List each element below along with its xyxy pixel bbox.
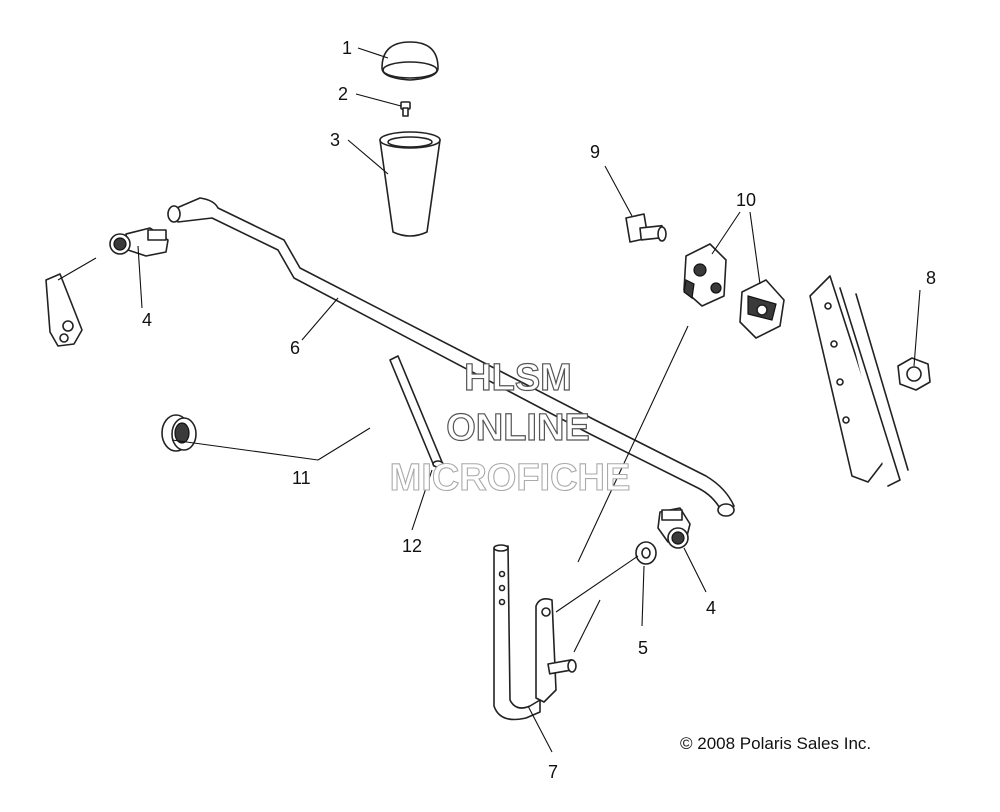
callout-1: 1	[342, 38, 352, 58]
part-shift-rod	[167, 197, 735, 517]
watermark-line2: ONLINE	[446, 407, 590, 449]
part-shift-knob	[379, 131, 441, 237]
callout-8: 8	[926, 268, 936, 288]
part-washer	[635, 541, 657, 565]
watermark: HLSM ONLINE MICROFICHE	[389, 356, 631, 499]
callout-4-right: 4	[706, 598, 716, 618]
callout-12: 12	[402, 536, 422, 556]
leader-lines	[57, 47, 921, 753]
part-clip-left	[109, 227, 169, 257]
part-screw	[400, 101, 411, 117]
callout-7: 7	[548, 762, 558, 782]
callout-2: 2	[338, 84, 348, 104]
part-nut	[897, 357, 931, 391]
callout-3: 3	[330, 130, 340, 150]
part-pin	[389, 355, 444, 468]
callout-5: 5	[638, 638, 648, 658]
watermark-line1: HLSM	[464, 357, 572, 399]
callout-9: 9	[590, 142, 600, 162]
callout-11: 11	[292, 468, 311, 488]
part-knob-cap	[381, 41, 439, 81]
part-grommet	[161, 414, 197, 452]
part-coupler-a	[683, 243, 727, 307]
callout-labels: 1 2 3 4 4 5 6 7 8 9 10 11 12	[142, 38, 936, 782]
part-bolt	[625, 213, 667, 243]
callout-4-left: 4	[142, 310, 152, 330]
copyright-text: © 2008 Polaris Sales Inc.	[680, 734, 871, 753]
callout-10: 10	[736, 190, 756, 210]
watermark-line3: MICROFICHE	[390, 457, 631, 499]
part-coupler-b	[739, 279, 785, 339]
part-shift-arm-left	[45, 273, 83, 347]
part-mount-bracket	[809, 275, 909, 487]
part-clip-right	[657, 507, 691, 549]
part-shift-lever	[493, 544, 577, 721]
callout-6: 6	[290, 338, 300, 358]
